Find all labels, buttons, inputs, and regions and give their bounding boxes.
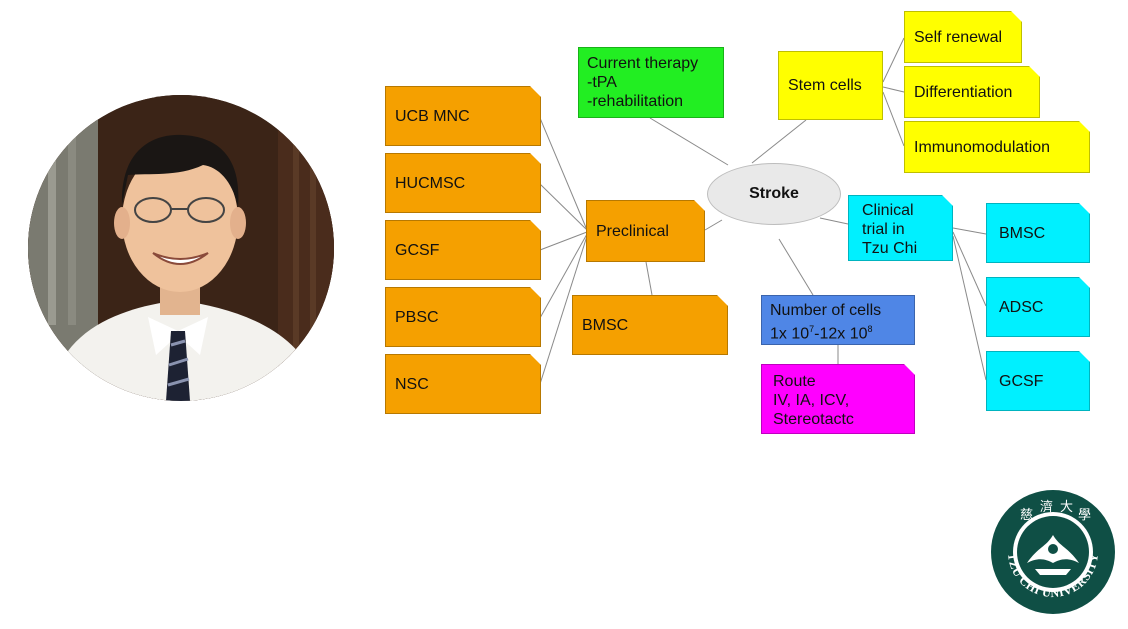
cells-exponent-2: 8: [867, 324, 873, 334]
self-renewal-box: Self renewal: [904, 11, 1022, 63]
preclinical-source-box: UCB MNC: [385, 86, 541, 146]
preclinical-source-label: NSC: [395, 375, 429, 393]
preclinical-source-label: GCSF: [395, 241, 440, 259]
immunomodulation-label: Immunomodulation: [914, 138, 1051, 156]
cells-middle: -12x 10: [814, 325, 868, 343]
differentiation-box: Differentiation: [904, 66, 1040, 118]
cells-exponent-1: 7: [809, 324, 815, 334]
preclinical-box: Preclinical: [586, 200, 705, 262]
stroke-center-node: Stroke: [707, 163, 841, 225]
clinical-trial-line-3: Tzu Chi: [862, 240, 918, 257]
route-line-2: IV, IA, ICV,: [773, 392, 850, 409]
preclinical-source-label: UCB MNC: [395, 107, 470, 125]
current-therapy-line-2: -tPA: [587, 74, 617, 91]
differentiation-label: Differentiation: [914, 83, 1013, 101]
preclinical-bmsc-box: BMSC: [572, 295, 728, 355]
preclinical-source-box: NSC: [385, 354, 541, 414]
clinical-source-label: BMSC: [999, 224, 1046, 242]
stroke-label: Stroke: [749, 185, 799, 202]
current-therapy-line-3: -rehabilitation: [587, 93, 684, 110]
preclinical-label: Preclinical: [596, 222, 669, 240]
logo-chinese-char: 大: [1060, 500, 1073, 515]
preclinical-source-box: GCSF: [385, 220, 541, 280]
preclinical-source-label: PBSC: [395, 308, 439, 326]
stem-cells-box: Stem cells: [778, 51, 883, 120]
preclinical-source-box: HUCMSC: [385, 153, 541, 213]
number-of-cells-box: Number of cells 1x 107-12x 108: [761, 295, 915, 345]
logo-chinese-char: 學: [1078, 508, 1091, 523]
route-line-3: Stereotactc: [773, 411, 854, 428]
clinical-source-box: BMSC: [986, 203, 1090, 263]
stem-cells-label: Stem cells: [788, 77, 862, 94]
preclinical-source-label: HUCMSC: [395, 174, 466, 192]
preclinical-bmsc-label: BMSC: [582, 316, 629, 334]
route-line-1: Route: [773, 373, 816, 390]
clinical-source-box: ADSC: [986, 277, 1090, 337]
current-therapy-box: Current therapy -tPA -rehabilitation: [578, 47, 724, 118]
clinical-trial-box: Clinical trial in Tzu Chi: [848, 195, 953, 261]
immunomodulation-box: Immunomodulation: [904, 121, 1090, 173]
tzu-chi-university-logo: 慈 濟 大 學 TZU CHI UNIVERSITY: [991, 490, 1115, 614]
number-of-cells-title: Number of cells: [770, 302, 882, 319]
clinical-source-label: ADSC: [999, 298, 1044, 316]
clinical-source-label: GCSF: [999, 372, 1044, 390]
cells-prefix: 1x 10: [770, 325, 810, 343]
clinical-trial-line-2: trial in: [862, 221, 905, 238]
logo-chinese-char: 濟: [1040, 499, 1053, 515]
clinical-trial-line-1: Clinical: [862, 202, 914, 219]
clinical-source-box: GCSF: [986, 351, 1090, 411]
current-therapy-line-1: Current therapy: [587, 55, 699, 72]
logo-chinese-char: 慈: [1020, 508, 1033, 523]
preclinical-source-box: PBSC: [385, 287, 541, 347]
self-renewal-label: Self renewal: [914, 28, 1003, 46]
